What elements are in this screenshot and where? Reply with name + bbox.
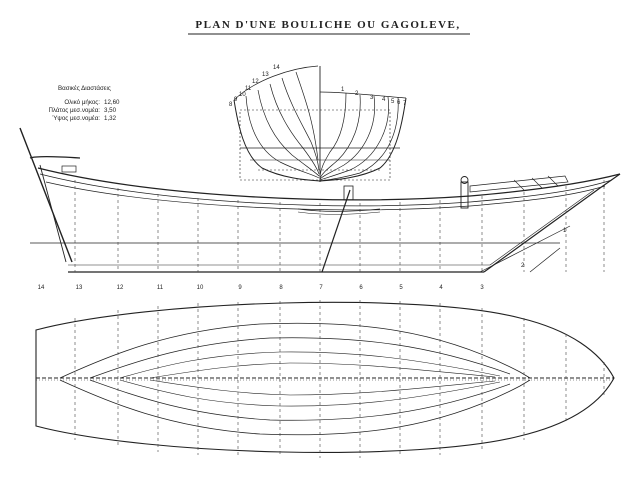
rub-rail-slot — [297, 208, 381, 212]
plan-title: PLAN D'UNE BOULICHE OU GAGOLEVE, — [195, 19, 461, 31]
body-plan-label-right: 6 — [397, 100, 401, 106]
frame-line — [319, 96, 389, 181]
frame-line — [319, 95, 376, 180]
station-number-row: 14 13 12 11 10 9 8 7 6 5 4 3 — [38, 285, 485, 291]
deck-mark — [531, 177, 543, 189]
stem — [483, 173, 621, 273]
profile-label: 2 — [521, 263, 525, 269]
mast-step — [343, 185, 354, 201]
hull-outline-left — [233, 99, 321, 182]
sheer-line-left — [233, 65, 319, 101]
frame-line — [257, 89, 320, 177]
stern-post — [19, 127, 73, 263]
gunwale-line — [45, 181, 606, 211]
waterline-lower — [119, 379, 501, 407]
station-number: 13 — [76, 285, 83, 291]
station-number: 10 — [197, 285, 204, 291]
stern-thwart — [61, 165, 77, 173]
bow-line — [479, 225, 571, 273]
station-number: 7 — [319, 285, 323, 291]
half-breadth-plan — [35, 301, 615, 453]
dimension-value: 3,50 — [104, 107, 117, 114]
waterline-lower — [89, 379, 511, 421]
foredeck-hatch — [469, 175, 569, 193]
body-plan-label-left: 11 — [245, 86, 252, 92]
body-plan-label-left: 13 — [262, 72, 269, 78]
waterline-lower — [149, 379, 496, 396]
station-number: 12 — [117, 285, 124, 291]
waterline-upper — [149, 362, 496, 379]
body-plan-label-right: 5 — [391, 99, 395, 105]
bollard — [460, 181, 469, 209]
mast — [321, 189, 351, 273]
dimension-label: Πλάτος μεσ.νομέα: — [48, 107, 100, 114]
profile-stations — [74, 180, 605, 272]
deck-mark — [547, 175, 559, 187]
bow-line — [529, 247, 561, 273]
station-number: 4 — [439, 285, 443, 291]
body-plan-label-left: 14 — [273, 65, 280, 71]
station-number: 3 — [480, 285, 484, 291]
dimension-label: Ύψος μεσ.νομέα: — [52, 115, 100, 122]
station-number: 6 — [359, 285, 363, 291]
sheer-line-right — [319, 91, 407, 99]
body-plan-labels: 14 13 12 11 10 9 8 1 2 3 4 5 6 7 — [229, 65, 407, 108]
waterline-lower — [59, 379, 531, 436]
frame-line — [319, 94, 361, 179]
rub-rail-slot — [297, 211, 381, 215]
stern-post-inner — [39, 164, 67, 263]
body-plan-label-right: 2 — [355, 91, 359, 97]
plan-stations — [74, 300, 605, 458]
sheer-line — [37, 167, 621, 201]
profile-labels: 1 2 — [521, 228, 567, 269]
waterline-upper — [89, 337, 511, 379]
frame-line — [319, 92, 347, 177]
hull-outline-right — [319, 97, 407, 182]
deck-mark — [513, 179, 525, 191]
dimension-label: Ολικό μήκος: — [64, 99, 100, 106]
waterline-upper — [59, 322, 531, 379]
body-plan-label-left: 10 — [239, 92, 246, 98]
stem-inner — [489, 189, 595, 266]
body-plan-label-right: 1 — [341, 87, 345, 93]
sheer-strake — [39, 173, 613, 207]
station-number: 9 — [238, 285, 242, 291]
frame-line — [319, 96, 399, 182]
station-number: 11 — [157, 285, 164, 291]
frame-line — [295, 71, 319, 161]
body-plan — [233, 65, 407, 182]
dimension-value: 1,32 — [104, 115, 117, 122]
dimensions-heading: Βασικές Διαστάσεις — [58, 85, 111, 92]
dimension-value: 12,60 — [104, 99, 120, 106]
body-plan-label-right: 4 — [382, 97, 386, 103]
body-plan-label-left: 8 — [229, 102, 233, 108]
station-number: 5 — [399, 285, 403, 291]
body-plan-label-left: 12 — [252, 79, 259, 85]
body-plan-label-right: 3 — [370, 95, 374, 101]
frame-line — [281, 77, 320, 171]
profile-view — [19, 127, 621, 273]
bollard-cap — [460, 176, 469, 184]
station-number: 14 — [38, 285, 45, 291]
body-plan-frame — [239, 109, 391, 181]
tiller — [29, 155, 81, 159]
station-number: 8 — [279, 285, 283, 291]
frame-line — [245, 95, 320, 179]
body-plan-label-right: 7 — [403, 101, 407, 107]
profile-label: 1 — [563, 228, 567, 234]
body-plan-label-left: 9 — [234, 97, 238, 103]
